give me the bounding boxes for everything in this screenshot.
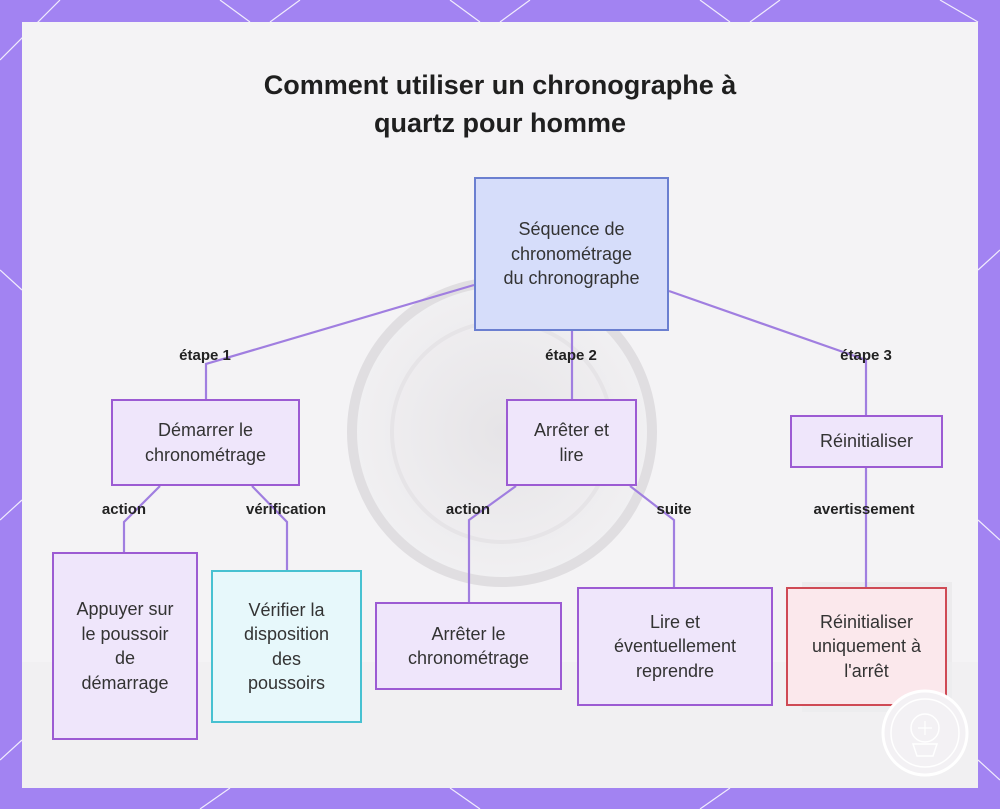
node-root-label: Séquence de chronométrage du chronograph… xyxy=(503,219,640,289)
node-check-pusher-layout: Vérifier la disposition des poussoirs xyxy=(211,570,362,723)
edge-start-check xyxy=(251,485,289,570)
node-stop-timing: Arrêter le chronométrage xyxy=(375,602,562,690)
edge-root-start xyxy=(204,283,475,399)
edge-root-reset xyxy=(668,289,868,415)
node-read-and-resume: Lire et éventuellement reprendre xyxy=(577,587,773,706)
edge-start-press xyxy=(122,485,161,552)
node-check-layout-label: Vérifier la disposition des poussoirs xyxy=(243,599,330,694)
node-press-start-pusher: Appuyer sur le poussoir de démarrage xyxy=(52,552,198,740)
edge-stop-read xyxy=(629,485,676,587)
node-reset-warning-label: Réinitialiser uniquement à l'arrêt xyxy=(811,611,922,681)
node-start-label: Démarrer le chronométrage xyxy=(144,420,267,465)
node-read-resume-label: Lire et éventuellement reprendre xyxy=(613,611,737,681)
node-stop-read-label: Arrêter et lire xyxy=(533,420,610,465)
node-stop-and-read: Arrêter et lire xyxy=(506,399,637,486)
edge-label-step1: étape 1 xyxy=(179,347,231,364)
node-reset: Réinitialiser xyxy=(790,415,943,468)
node-root-timing-sequence: Séquence de chronométrage du chronograph… xyxy=(474,177,669,331)
node-reset-only-when-stopped: Réinitialiser uniquement à l'arrêt xyxy=(786,587,947,706)
edge-label-step2: étape 2 xyxy=(545,347,597,364)
diagram-title: Comment utiliser un chronographe à quart… xyxy=(200,66,800,142)
node-stop-timing-label: Arrêter le chronométrage xyxy=(407,623,530,669)
node-press-start-label: Appuyer sur le poussoir de démarrage xyxy=(76,599,174,693)
edge-label-action-2: action xyxy=(445,501,491,518)
edge-label-next: suite xyxy=(656,501,692,518)
edge-stop-timing xyxy=(467,485,517,602)
edge-label-action-1: action xyxy=(101,501,147,518)
node-start-timing: Démarrer le chronométrage xyxy=(111,399,300,486)
node-reset-label: Réinitialiser xyxy=(819,431,914,452)
edge-label-verification: vérification xyxy=(245,501,327,518)
edge-label-step3: étape 3 xyxy=(840,347,892,364)
edge-label-warning: avertissement xyxy=(813,501,915,518)
title-line-1: Comment utiliser un chronographe à xyxy=(263,70,737,100)
brand-logo-icon xyxy=(881,689,969,777)
title-line-2: quartz pour homme xyxy=(373,108,626,138)
